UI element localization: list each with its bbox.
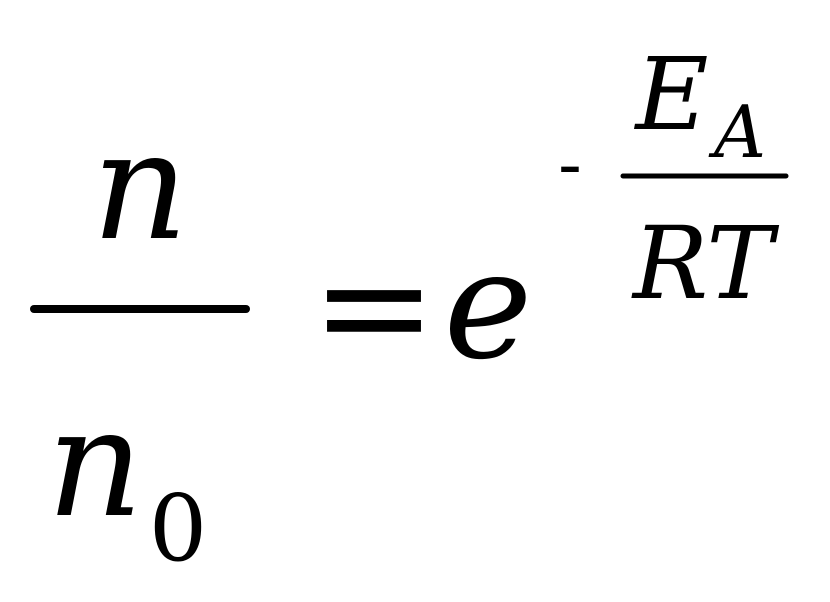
left-fraction: n n 0 <box>30 100 250 582</box>
exponent: - E A RT <box>558 36 789 322</box>
exponent-numerator-base: E <box>634 36 709 153</box>
exponent-minus-sign: - <box>558 123 582 205</box>
left-fraction-denominator-base: n <box>47 377 144 551</box>
equals-sign: = <box>311 220 437 394</box>
exponential-base: e <box>444 219 533 393</box>
left-fraction-denominator-subscript: 0 <box>149 475 208 582</box>
exponent-denominator: RT <box>631 205 780 322</box>
exponent-numerator-subscript: A <box>708 90 766 174</box>
left-fraction-numerator: n <box>92 100 189 274</box>
